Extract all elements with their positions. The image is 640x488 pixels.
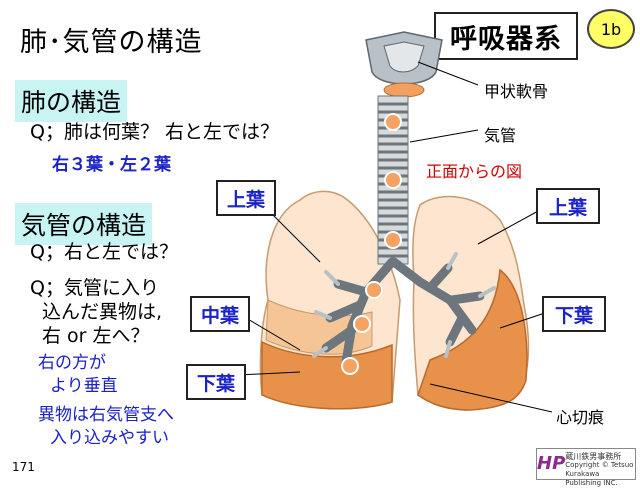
- question-foreign-body: Q；気管に入り 込んだ異物は, 右 or 左へ？: [30, 276, 162, 348]
- label-middle-lobe: 中葉: [190, 296, 250, 332]
- label-trachea: 気管: [484, 126, 517, 145]
- answer-more-vertical: 右の方が より垂直: [38, 352, 118, 398]
- logo-mark: HP: [537, 452, 566, 474]
- page-number: 171: [12, 460, 35, 474]
- left-lung: [412, 195, 530, 411]
- question-line: 右 or 左へ？: [42, 325, 150, 347]
- publisher-logo: HP 蔵川鉄男事務所 Copyright © Tetsuo Kurakawa P…: [536, 448, 636, 487]
- answer-line: 入り込みやすい: [50, 428, 169, 448]
- answer-lung-lobes: 右３葉・左２葉: [52, 155, 171, 175]
- answer-line: より垂直: [50, 376, 118, 396]
- foreign-body-markers: [341, 113, 402, 375]
- bronchi-tips: [312, 252, 496, 358]
- logo-line: Copyright © Tetsuo Kurakawa: [565, 461, 634, 478]
- question-lung-lobes: Q；肺は何葉？ 右と左では？: [30, 121, 279, 143]
- question-line: Q；気管に入り: [30, 277, 159, 299]
- label-left-lower-lobe: 下葉: [542, 296, 606, 332]
- answer-line: 右の方が: [38, 353, 106, 373]
- page-title: 肺･気管の構造: [20, 27, 203, 58]
- section-heading-lung-structure: 肺の構造: [15, 80, 128, 122]
- label-right-upper-lobe: 上葉: [216, 180, 276, 216]
- label-left-upper-lobe: 上葉: [536, 188, 600, 224]
- leader-lines: [235, 61, 553, 413]
- larynx: [365, 31, 443, 98]
- label-front-view: 正面からの図: [426, 162, 523, 181]
- section-heading-trachea-structure: 気管の構造: [15, 203, 153, 245]
- system-label-box: 呼吸器系: [434, 12, 578, 60]
- answer-right-bronchus: 異物は右気管支へ 入り込みやすい: [38, 404, 174, 450]
- label-thyroid-cartilage: 甲状軟骨: [484, 82, 549, 101]
- question-left-right: Q；右と左では？: [30, 241, 178, 263]
- logo-text: 蔵川鉄男事務所 Copyright © Tetsuo Kurakawa Publ…: [565, 449, 635, 487]
- logo-line: 蔵川鉄男事務所: [565, 452, 622, 461]
- slide-badge: 1b: [587, 9, 635, 49]
- logo-line: Publishing INC.: [565, 479, 618, 487]
- answer-line: 異物は右気管支へ: [38, 405, 174, 425]
- label-cardiac-notch: 心切痕: [556, 408, 605, 427]
- label-right-lower-lobe: 下葉: [186, 364, 246, 400]
- bronchi: [321, 257, 485, 367]
- question-line: 込んだ異物は,: [42, 301, 163, 323]
